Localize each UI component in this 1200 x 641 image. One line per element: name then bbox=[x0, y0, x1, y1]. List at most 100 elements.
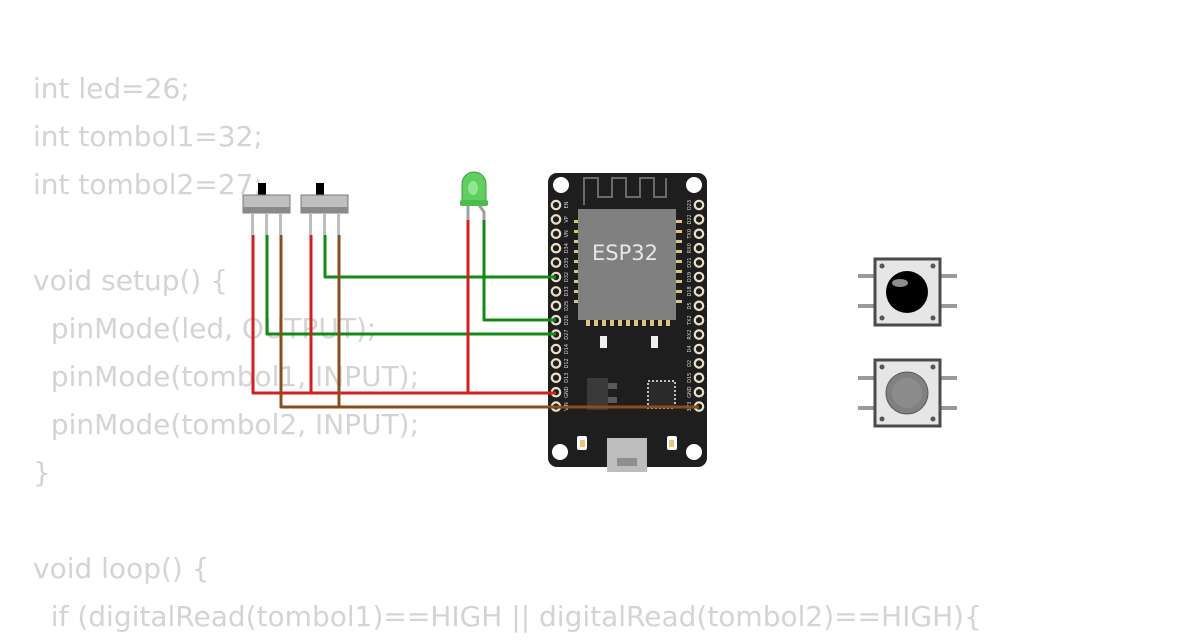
pin-label: D27 bbox=[564, 329, 570, 339]
pin-label: TX0 bbox=[687, 229, 693, 240]
pushbutton-2[interactable] bbox=[858, 358, 957, 428]
pushbutton-corner bbox=[930, 315, 936, 321]
pin-label: TX2 bbox=[687, 315, 693, 326]
pin-label: GND bbox=[687, 386, 693, 398]
code-line: int tombol1=32; bbox=[33, 120, 263, 153]
pin-left-d25[interactable] bbox=[550, 300, 562, 312]
pushbutton-cap-inner bbox=[892, 378, 922, 408]
slide-switch-1[interactable] bbox=[242, 183, 291, 235]
pushbutton-corner bbox=[930, 416, 936, 422]
pin-label: D12 bbox=[564, 358, 570, 368]
pin-right-tx0[interactable] bbox=[693, 228, 705, 240]
pin-right-d15[interactable] bbox=[693, 372, 705, 384]
pin-label: D35 bbox=[564, 257, 570, 267]
pushbutton-leg bbox=[858, 376, 876, 380]
pin-label: RX2 bbox=[687, 330, 693, 340]
pushbutton-cap[interactable] bbox=[886, 271, 928, 313]
code-line: } bbox=[33, 456, 51, 489]
pin-right-d23[interactable] bbox=[693, 199, 705, 211]
left-pin-labels: ENVPVND34D35D32D33D25D26D27D14D12D13GNDV… bbox=[564, 201, 570, 411]
pushbutton-corner bbox=[879, 416, 885, 422]
pin-left-d34[interactable] bbox=[550, 242, 562, 254]
code-listing: int led=26;int tombol1=32;int tombol2=27… bbox=[33, 65, 982, 641]
switch-leg bbox=[251, 213, 254, 235]
wire-green-led[interactable] bbox=[482, 220, 556, 322]
switch-leg bbox=[309, 213, 312, 235]
pin-right-d21[interactable] bbox=[693, 257, 705, 268]
pushbutton-corner bbox=[879, 263, 885, 269]
code-line: pinMode(tombol2, INPUT); bbox=[33, 408, 420, 441]
pushbutton-leg bbox=[858, 406, 876, 410]
pin-right-rx2[interactable] bbox=[693, 329, 705, 340]
code-line: void setup() { bbox=[33, 264, 229, 297]
pin-label: VN bbox=[564, 230, 570, 237]
esp32-board[interactable]: ESP32 ENVPVND34D35D32D33D25D26D27D14D12D… bbox=[548, 173, 707, 472]
code-line: if (digitalRead(tombol1)==HIGH || digita… bbox=[33, 600, 982, 633]
switch-handle[interactable] bbox=[258, 183, 266, 197]
pin-right-gnd[interactable] bbox=[693, 386, 705, 398]
pushbutton-leg bbox=[858, 274, 876, 278]
mounting-hole bbox=[686, 177, 702, 193]
switch-base bbox=[301, 207, 348, 213]
pin-label: D26 bbox=[564, 315, 570, 325]
board-button-led bbox=[580, 440, 585, 447]
pin-right-d22[interactable] bbox=[693, 214, 705, 225]
pin-right-rx0[interactable] bbox=[693, 242, 705, 254]
pin-label: D23 bbox=[687, 200, 693, 210]
left-pin-header[interactable] bbox=[550, 199, 562, 412]
pin-label: D2 bbox=[687, 360, 693, 367]
board-name: ESP32 bbox=[592, 241, 658, 265]
green-led[interactable] bbox=[460, 171, 488, 220]
switch-leg bbox=[323, 213, 326, 235]
board-button-led bbox=[669, 440, 674, 447]
pin-right-d2[interactable] bbox=[693, 358, 705, 369]
usb-port-opening bbox=[617, 458, 637, 466]
mounting-hole bbox=[552, 444, 568, 460]
wire-green-switch1[interactable] bbox=[265, 235, 556, 336]
code-line: int tombol2=27; bbox=[33, 168, 263, 201]
voltage-regulator bbox=[587, 378, 608, 410]
pushbutton-leg bbox=[939, 274, 957, 278]
right-pin-labels: D23D22TX0RX0D21D19D18D5TX2RX2D4D2D15GND3… bbox=[687, 200, 693, 412]
pin-label: D4 bbox=[687, 345, 693, 352]
pin-left-vn[interactable] bbox=[550, 228, 562, 240]
pin-label: GND bbox=[564, 386, 570, 398]
pin-left-d14[interactable] bbox=[550, 343, 562, 355]
pin-left-d35[interactable] bbox=[550, 257, 562, 268]
pin-right-d4[interactable] bbox=[693, 343, 705, 355]
pin-left-d33[interactable] bbox=[550, 286, 562, 297]
pin-label: D22 bbox=[687, 214, 693, 224]
pushbutton-corner bbox=[930, 263, 936, 269]
code-line: pinMode(led, OUTPUT); bbox=[33, 312, 377, 345]
pin-right-d18[interactable] bbox=[693, 286, 705, 297]
pin-label: D32 bbox=[564, 272, 570, 282]
slide-switch-2[interactable] bbox=[300, 183, 349, 235]
pin-right-tx2[interactable] bbox=[693, 314, 705, 326]
pin-label: D33 bbox=[564, 286, 570, 296]
pin-label: D18 bbox=[687, 286, 693, 296]
pin-left-vp[interactable] bbox=[550, 214, 562, 225]
pushbutton-leg bbox=[858, 304, 876, 308]
wire-brown-switch1[interactable] bbox=[279, 235, 699, 409]
smd-part bbox=[651, 336, 658, 348]
led-highlight bbox=[468, 181, 478, 195]
pin-label: RX0 bbox=[687, 243, 693, 253]
pin-left-en[interactable] bbox=[550, 199, 562, 211]
mounting-hole bbox=[686, 444, 702, 460]
pushbutton-1[interactable] bbox=[858, 257, 957, 327]
pin-left-d12[interactable] bbox=[550, 358, 562, 369]
pin-label: D19 bbox=[687, 272, 693, 282]
pin-label: D13 bbox=[564, 373, 570, 383]
pin-left-d13[interactable] bbox=[550, 372, 562, 384]
right-pin-header[interactable] bbox=[693, 199, 705, 412]
pushbutton-leg bbox=[939, 406, 957, 410]
wire-green-switch2[interactable] bbox=[323, 235, 556, 279]
pin-right-d19[interactable] bbox=[693, 271, 705, 283]
pushbutton-leg bbox=[939, 304, 957, 308]
pushbutton-corner bbox=[879, 364, 885, 370]
wires bbox=[251, 220, 699, 409]
switch-handle[interactable] bbox=[316, 183, 324, 197]
wire-red-switch1[interactable] bbox=[251, 235, 556, 395]
pin-right-d5[interactable] bbox=[693, 300, 705, 312]
